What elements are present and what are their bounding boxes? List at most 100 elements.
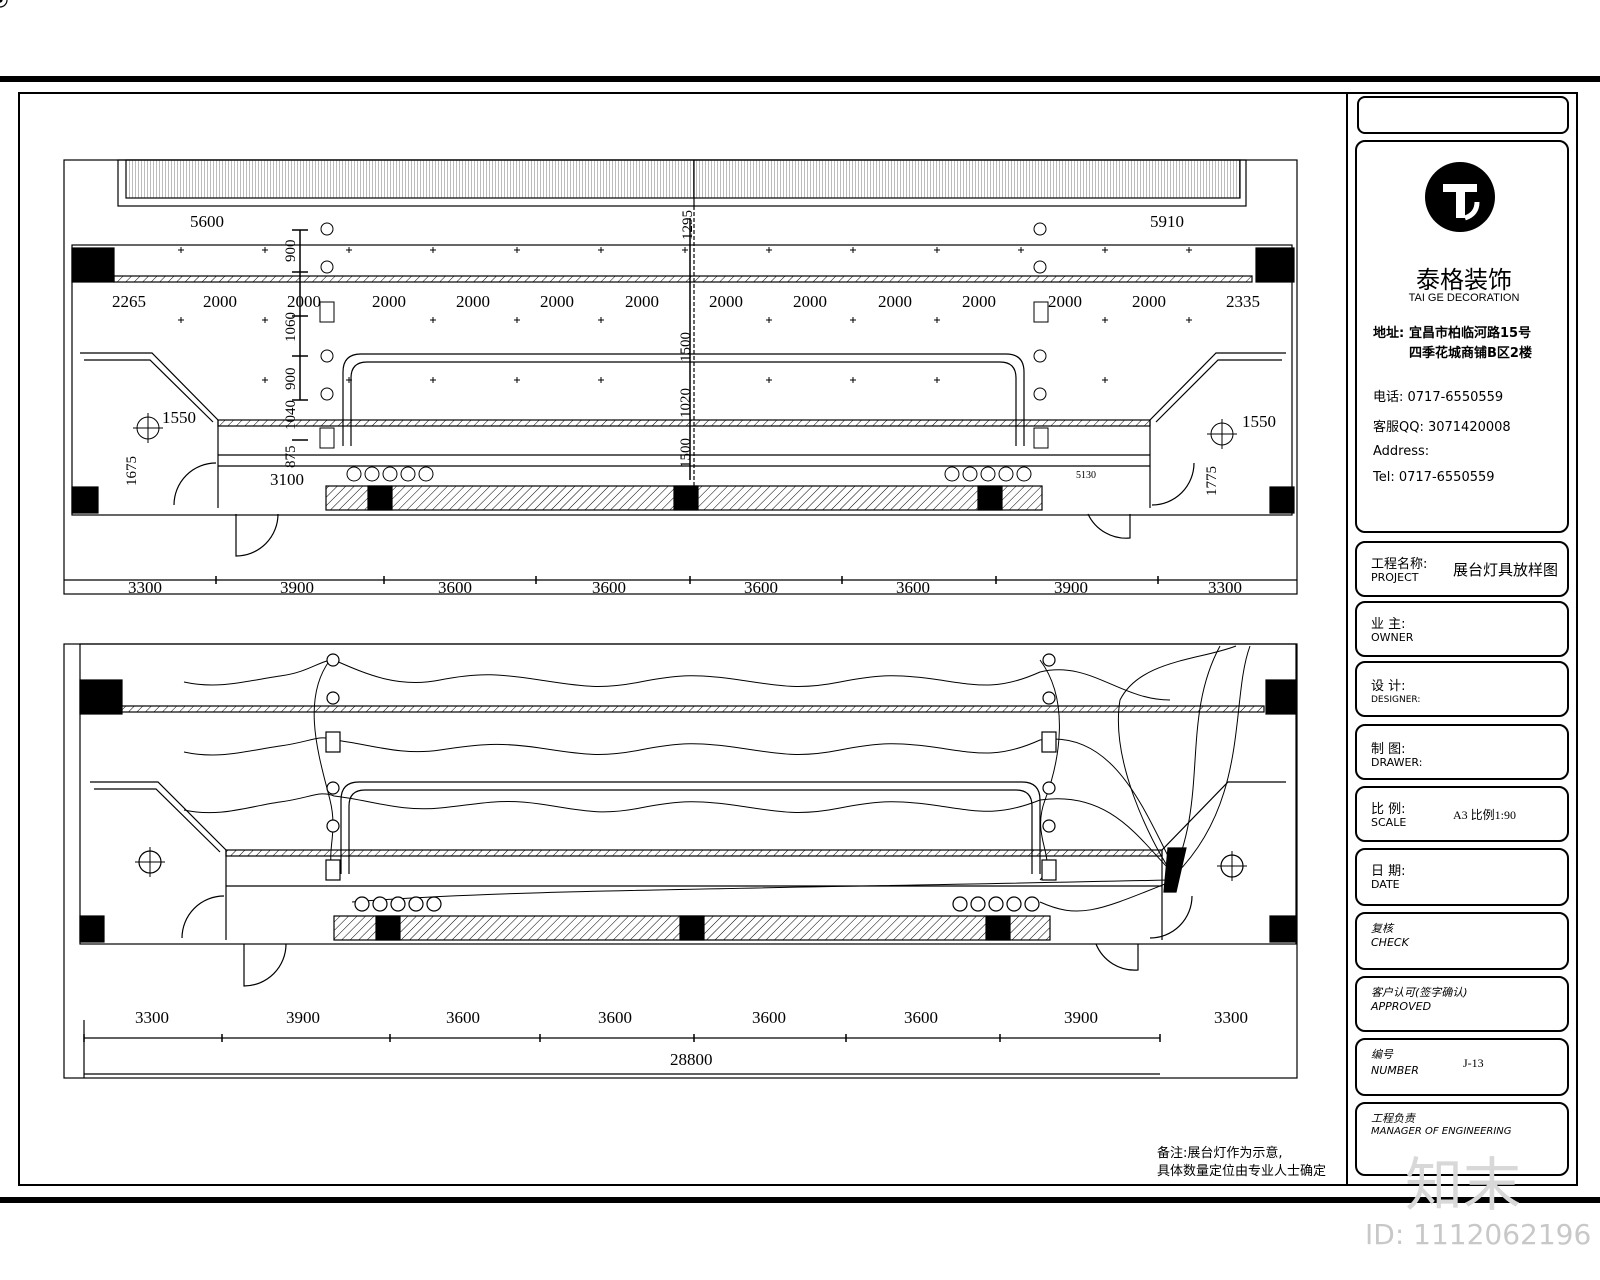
drawer-label: 制 图: <box>1371 742 1406 757</box>
owner-label: 业 主: <box>1371 617 1406 632</box>
bottom-plan-dim: 3600 <box>752 1008 786 1027</box>
side-dim: 1550 <box>162 408 196 427</box>
bottom-plan-dim: 3600 <box>446 1008 480 1027</box>
address-line-1: 宜昌市柏临河路15号 <box>1409 326 1532 341</box>
drawer-sub: DRAWER: <box>1371 756 1423 769</box>
side-dim: 5130 <box>1076 470 1096 481</box>
bottom-dim: 3600 <box>592 578 626 597</box>
row-dim: 2000 <box>1132 292 1166 311</box>
project-value: 展台灯具放样图 <box>1453 563 1559 579</box>
phone: 电话: 0717-6550559 <box>1373 390 1504 405</box>
number-sub: NUMBER <box>1371 1064 1419 1077</box>
check-cell: 复核 CHECK <box>1355 912 1569 970</box>
center-vertical-dim: 1500 <box>678 332 694 362</box>
scale-cell: 比 例: SCALE A3 比例1:90 <box>1355 786 1569 842</box>
row-dim: 2000 <box>625 292 659 311</box>
row-dim: 2000 <box>540 292 574 311</box>
note-line-1: 备注:展台灯作为示意, <box>1157 1146 1283 1161</box>
scale-value: A3 比例1:90 <box>1453 808 1517 822</box>
bottom-dim: 3600 <box>438 578 472 597</box>
bottom-plan-dim: 3900 <box>286 1008 320 1027</box>
side-dim: 3100 <box>270 470 304 489</box>
date-label: 日 期: <box>1371 864 1406 879</box>
bottom-dim: 3300 <box>1208 578 1242 597</box>
project-sub: PROJECT <box>1371 571 1419 584</box>
row-dim: 2335 <box>1226 292 1260 311</box>
bottom-plan <box>63 643 1298 1079</box>
bottom-plan-dim: 3600 <box>598 1008 632 1027</box>
bottom-dim: 3600 <box>744 578 778 597</box>
check-sub: CHECK <box>1371 936 1409 949</box>
note-line-2: 具体数量定位由专业人士确定 <box>1157 1164 1327 1179</box>
address-label: 地址: <box>1373 326 1405 341</box>
sheet-inner-border <box>18 92 1578 1186</box>
row-dim: 2000 <box>878 292 912 311</box>
bottom-dim: 3900 <box>280 578 314 597</box>
bottom-dim: 3300 <box>128 578 162 597</box>
designer-cell: 设 计: DESIGNER: <box>1355 661 1569 717</box>
center-vertical-dim: 1020 <box>678 388 694 418</box>
bottom-dim: 3600 <box>896 578 930 597</box>
designer-sub: DESIGNER: <box>1371 695 1421 705</box>
top-dim-right: 5910 <box>1150 212 1184 231</box>
sheet-outer-border <box>0 76 1600 1203</box>
approved-sub: APPROVED <box>1371 1000 1432 1013</box>
total-length-dim: 28800 <box>670 1050 713 1069</box>
top-dim-center: 1295 <box>680 210 696 240</box>
bottom-plan-dim: 3300 <box>1214 1008 1248 1027</box>
manager-label: 工程负责 <box>1371 1112 1415 1125</box>
dimension-ticks <box>83 218 1161 1042</box>
left-vertical-dim: 1060 <box>283 312 299 342</box>
row-dim: 2265 <box>112 292 146 311</box>
row-dim: 2000 <box>203 292 237 311</box>
number-value: J-13 <box>1463 1056 1484 1070</box>
number-cell: 编号 NUMBER J-13 <box>1355 1038 1569 1096</box>
watermark-brand: 知末 <box>1405 1151 1522 1219</box>
bottom-plan-dim: 3600 <box>904 1008 938 1027</box>
row-dim: 2000 <box>456 292 490 311</box>
top-dim-left: 5600 <box>190 212 224 231</box>
row-dim: 2000 <box>1048 292 1082 311</box>
scale-sub: SCALE <box>1371 816 1407 829</box>
watermark-id: ID: 1112062196 <box>1365 1218 1592 1251</box>
company-name: 泰格装饰 <box>1416 266 1512 294</box>
manager-cell: 工程负责 MANAGER OF ENGINEERING <box>1355 1102 1569 1176</box>
address-line-2: 四季花城商铺B区2楼 <box>1409 346 1532 361</box>
date-sub: DATE <box>1371 878 1400 891</box>
address-en-label: Address: <box>1373 444 1430 459</box>
side-dim: 1675 <box>124 456 140 486</box>
row-dim: 2000 <box>709 292 743 311</box>
owner-cell: 业 主: OWNER <box>1355 601 1569 657</box>
side-dim: 1550 <box>1242 412 1276 431</box>
bottom-plan-dim: 3300 <box>135 1008 169 1027</box>
row-dim: 2000 <box>372 292 406 311</box>
number-label: 编号 <box>1371 1048 1393 1061</box>
left-vertical-dim: 875 <box>283 445 299 469</box>
tel-en: Tel: 0717-6550559 <box>1373 470 1495 485</box>
bottom-plan-dim: 3900 <box>1064 1008 1098 1027</box>
row-dim: 2000 <box>793 292 827 311</box>
left-vertical-dim: 1040 <box>283 400 299 430</box>
bottom-plan-lights <box>138 653 1244 912</box>
bottom-dim: 3900 <box>1054 578 1088 597</box>
manager-sub: MANAGER OF ENGINEERING <box>1371 1126 1512 1137</box>
row-dim: 2000 <box>962 292 996 311</box>
side-dim: 1775 <box>1204 466 1220 496</box>
top-plan <box>63 159 1298 595</box>
customer-service-qq: 客服QQ: 3071420008 <box>1373 420 1511 435</box>
drawer-cell: 制 图: DRAWER: <box>1355 724 1569 780</box>
project-cell: 工程名称: PROJECT 展台灯具放样图 <box>1355 541 1569 597</box>
date-cell: 日 期: DATE <box>1355 848 1569 906</box>
company-info-panel: 泰格装饰 TAI GE DECORATION 地址: 宜昌市柏临河路15号 四季… <box>1355 140 1569 533</box>
company-english-name: TAI GE DECORATION <box>1408 292 1520 304</box>
approved-label: 客户认可(签字确认) <box>1371 986 1468 999</box>
top-plan-small-lights <box>178 247 1192 383</box>
designer-label: 设 计: <box>1371 679 1406 694</box>
check-label: 复核 <box>1371 922 1393 935</box>
left-vertical-dim: 900 <box>283 239 299 263</box>
project-label: 工程名称: <box>1371 557 1428 572</box>
bottom-plan-wiring <box>183 645 1251 912</box>
row-dim: 2000 <box>287 292 321 311</box>
left-vertical-dim: 900 <box>283 367 299 391</box>
